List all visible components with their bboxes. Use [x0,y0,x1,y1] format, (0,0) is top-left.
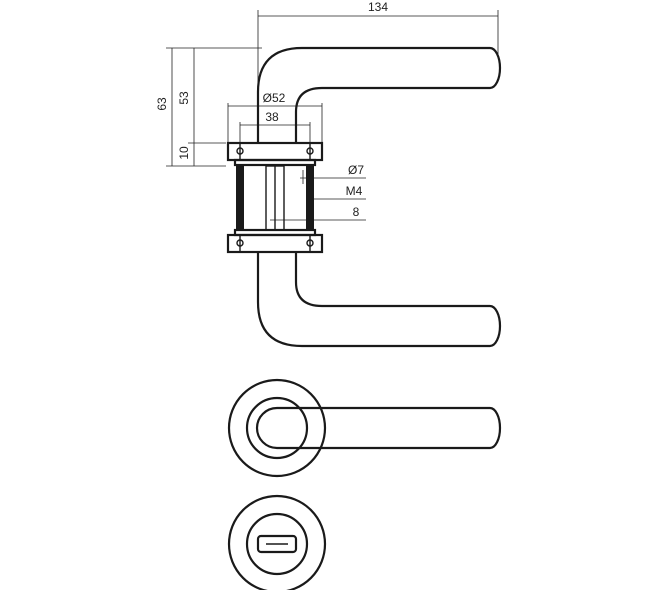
dim-bolt-thread: M4 [346,184,363,198]
dim-handle-height: 53 [177,91,191,105]
lower-rose [226,228,324,254]
dim-rose-diameter: Ø52 [263,91,286,105]
dim-spindle: 8 [353,205,360,219]
upper-rose [226,141,324,167]
dimension-lines [166,10,499,221]
front-view-wc-rose [227,494,327,590]
dim-bolt-diameter: Ø7 [348,163,364,177]
dim-overall-height: 63 [155,97,169,111]
dim-rose-thickness: 10 [177,146,191,160]
dim-overall-length: 134 [368,0,388,14]
bolt-right [306,166,314,230]
bolt-left [236,166,244,230]
dim-rose-inner: 38 [265,110,279,124]
lower-handle [256,252,502,348]
upper-handle [256,46,502,143]
front-view-handle [227,378,502,478]
